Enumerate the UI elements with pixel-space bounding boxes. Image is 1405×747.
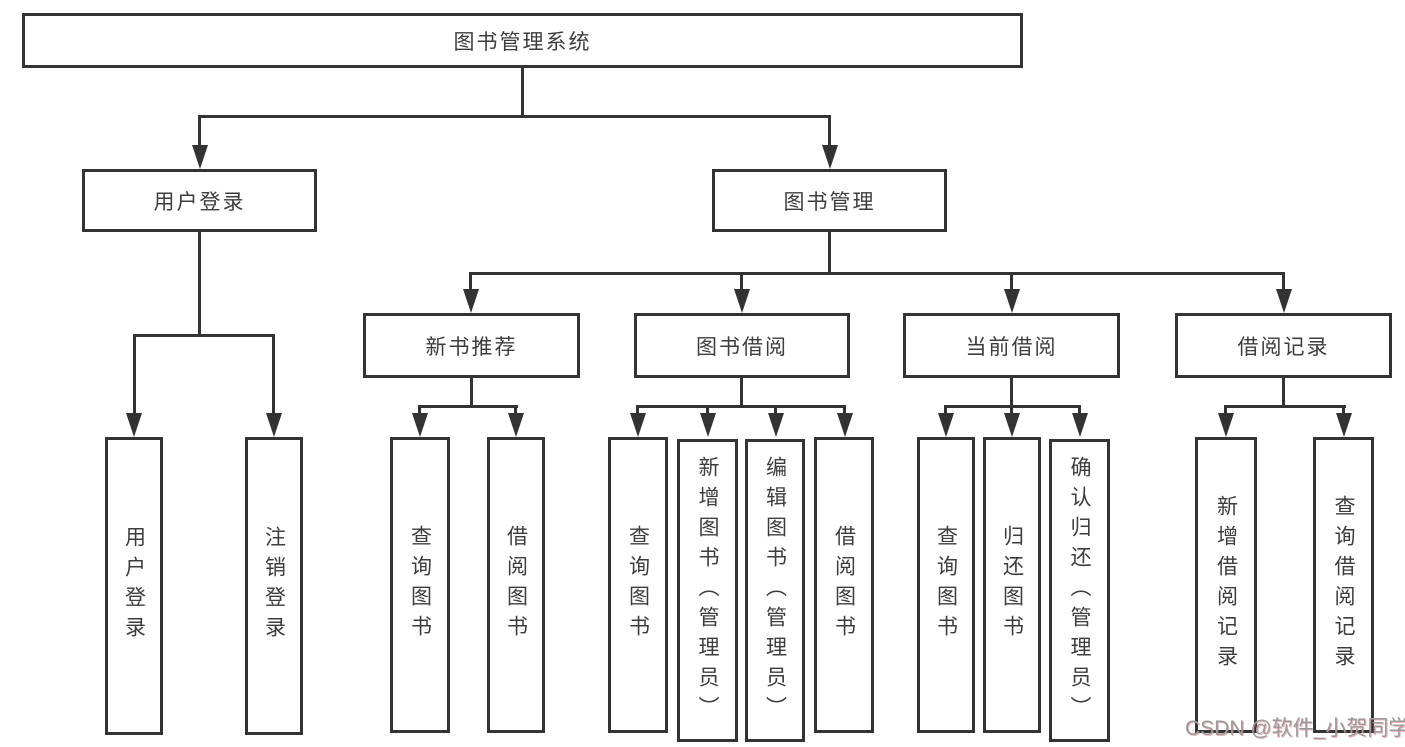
connector-line [1282,378,1285,408]
node-borrow-records: 借阅记录 [1175,313,1392,378]
node-label: 图书借阅 [696,335,788,359]
node-label: 新书推荐 [425,335,518,359]
connector-arrowhead [768,413,784,437]
csdn-watermark: CSDN @软件_小贺同学 [1185,717,1405,740]
leaf-label: 归还图书 [1000,525,1024,645]
leaf-label: 借阅图书 [504,525,528,645]
connector-line [514,405,517,415]
connector-arrowhead [630,413,646,437]
connector-arrowhead [126,413,142,437]
node-label: 当前借阅 [965,335,1058,359]
connector-arrowhead [1218,413,1234,437]
node-root-label: 图书管理系统 [453,30,592,54]
connector-line [1010,378,1013,408]
leaf-confirm-return-admin: 确认归还（管理员） [1049,439,1110,742]
connector-arrowhead [192,145,208,169]
leaf-label: 新增图书（管理员） [696,455,720,726]
connector-arrowhead [1004,413,1020,437]
connector-line [198,115,831,118]
connector-arrowhead [412,413,428,437]
connector-arrowhead [837,413,853,437]
connector-line [843,405,846,415]
connector-line [774,405,777,415]
leaf-label: 注销登录 [262,526,286,646]
leaf-borrow-books: 借阅图书 [814,437,874,733]
connector-arrowhead [938,413,954,437]
leaf-label: 查询图书 [626,525,650,645]
connector-arrowhead [1004,289,1020,313]
connector-arrowhead [266,413,282,437]
connector-line [740,272,743,292]
connector-line [1078,405,1081,415]
connector-line [740,378,743,408]
connector-arrowhead [463,289,479,313]
leaf-edit-books-admin: 编辑图书（管理员） [745,439,805,742]
connector-line [470,378,473,408]
connector-line [272,334,275,416]
leaf-user-login: 用户登录 [105,437,163,735]
connector-line [1010,405,1013,415]
leaf-label: 用户登录 [122,526,146,646]
leaf-query-books-recommend: 查询图书 [390,437,450,733]
leaf-add-borrow-record: 新增借阅记录 [1195,437,1257,733]
leaf-label: 借阅图书 [832,525,856,645]
connector-arrowhead [1336,413,1352,437]
leaf-query-borrow-record: 查询借阅记录 [1313,437,1374,733]
node-label: 用户登录 [153,190,246,214]
connector-line [198,115,201,148]
leaf-label: 查询图书 [408,525,432,645]
connector-line [944,405,947,415]
node-user-login-group: 用户登录 [82,169,317,232]
connector-line [133,334,275,337]
connector-line [1224,405,1346,408]
connector-line [828,232,831,275]
connector-line [1224,405,1227,415]
leaf-query-books-borrow: 查询图书 [608,437,668,733]
connector-line [469,272,1285,275]
connector-line [828,115,831,148]
connector-arrowhead [1072,413,1088,437]
node-current-borrow: 当前借阅 [903,313,1120,378]
connector-line [418,405,518,408]
connector-line [1342,405,1345,415]
leaf-label: 确认归还（管理员） [1068,455,1092,726]
leaf-label: 查询图书 [934,525,958,645]
leaf-borrow-books-recommend: 借阅图书 [487,437,545,733]
leaf-logout: 注销登录 [245,437,303,735]
connector-line [636,405,639,415]
leaf-label: 新增借阅记录 [1214,495,1238,675]
leaf-add-books-admin: 新增图书（管理员） [677,439,738,742]
connector-line [469,272,472,292]
connector-arrowhead [1276,289,1292,313]
connector-line [133,334,136,416]
connector-arrowhead [508,413,524,437]
connector-line [1010,272,1013,292]
node-book-borrow: 图书借阅 [634,313,850,378]
connector-arrowhead [700,413,716,437]
node-label: 图书管理 [783,190,876,214]
connector-line [706,405,709,415]
leaf-label: 查询借阅记录 [1332,495,1356,675]
node-label: 借阅记录 [1237,335,1330,359]
leaf-label: 编辑图书（管理员） [763,455,787,726]
connector-arrowhead [822,145,838,169]
node-new-book-recommend: 新书推荐 [363,313,580,378]
node-root: 图书管理系统 [22,13,1023,68]
connector-line [198,231,201,337]
connector-line [521,68,524,118]
leaf-query-books-current: 查询图书 [917,437,975,733]
connector-line [1282,272,1285,292]
connector-line [636,405,846,408]
connector-arrowhead [734,289,750,313]
node-book-management: 图书管理 [712,169,947,232]
leaf-return-books: 归还图书 [983,437,1041,733]
connector-line [418,405,421,415]
